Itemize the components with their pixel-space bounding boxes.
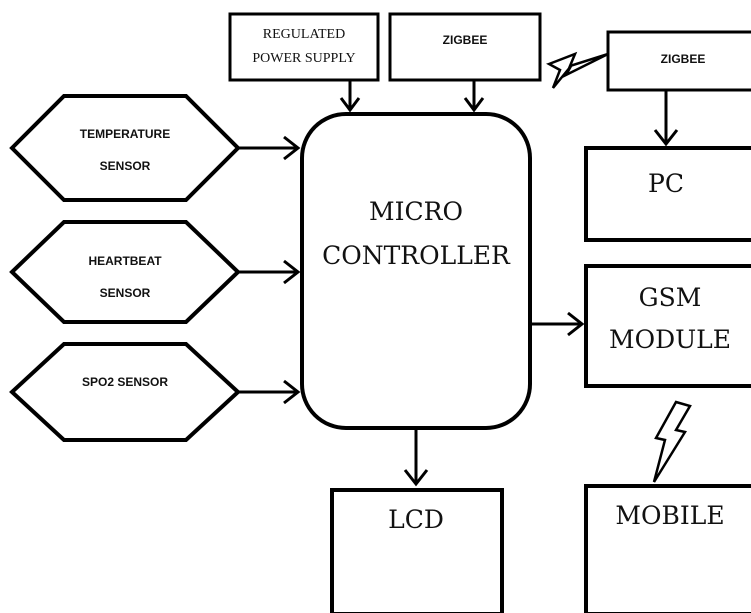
heartbeat-label-line2: SENSOR bbox=[100, 286, 151, 300]
temperature-sensor-block: TEMPERATURE SENSOR bbox=[9, 94, 241, 202]
lcd-label: LCD bbox=[388, 505, 444, 534]
zigbee-rx-label: ZIGBEE bbox=[661, 52, 706, 66]
arrow-temperature-to-micro bbox=[238, 135, 301, 161]
pc-label: PC bbox=[648, 169, 684, 198]
zigbee-tx-block: ZIGBEE bbox=[388, 12, 542, 82]
arrow-zigbee-to-pc bbox=[653, 90, 679, 147]
arrow-micro-to-lcd bbox=[403, 428, 429, 487]
heartbeat-sensor-block: HEARTBEAT SENSOR bbox=[9, 220, 241, 324]
lcd-block: LCD bbox=[330, 488, 504, 613]
arrow-zigbee-to-micro bbox=[463, 80, 485, 113]
pc-block: PC bbox=[584, 146, 751, 242]
microcontroller-label-line1: MICRO bbox=[369, 197, 463, 226]
wireless-bolt-icon bbox=[652, 400, 692, 483]
power-supply-label-line1: REGULATED bbox=[263, 27, 345, 42]
zigbee-rx-block: ZIGBEE bbox=[606, 30, 751, 92]
arrow-power-to-micro bbox=[339, 80, 361, 113]
microcontroller-label-line2: CONTROLLER bbox=[322, 241, 511, 270]
spo2-sensor-block: SPO2 SENSOR bbox=[9, 342, 241, 442]
power-supply-block: REGULATED POWER SUPPLY bbox=[228, 12, 380, 82]
zigbee-tx-label: ZIGBEE bbox=[443, 33, 488, 47]
arrow-spo2-to-micro bbox=[238, 379, 301, 405]
mobile-label: MOBILE bbox=[615, 501, 724, 530]
temperature-label-line2: SENSOR bbox=[100, 159, 151, 173]
gsm-label-line2: MODULE bbox=[609, 325, 731, 354]
arrow-micro-to-gsm bbox=[530, 311, 585, 337]
wireless-bolt-icon bbox=[546, 51, 609, 89]
spo2-label: SPO2 SENSOR bbox=[82, 375, 168, 389]
microcontroller-block: MICRO CONTROLLER bbox=[300, 112, 532, 430]
gsm-label-line1: GSM bbox=[639, 283, 702, 312]
mobile-block: MOBILE bbox=[584, 484, 751, 613]
gsm-module-block: GSM MODULE bbox=[584, 264, 751, 388]
arrow-heartbeat-to-micro bbox=[238, 259, 301, 285]
temperature-label-line1: TEMPERATURE bbox=[80, 127, 170, 141]
power-supply-label-line2: POWER SUPPLY bbox=[252, 51, 355, 66]
heartbeat-label-line1: HEARTBEAT bbox=[88, 254, 162, 268]
